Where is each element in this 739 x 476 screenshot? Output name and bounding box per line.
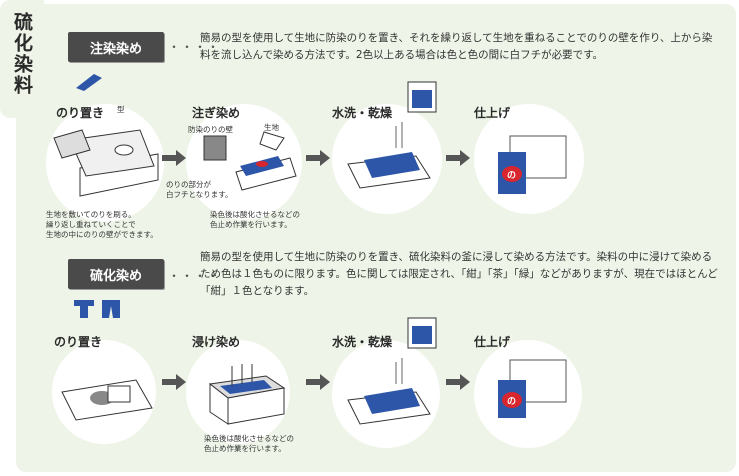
step-note: 染色後は酸化させるなどの 色止め作業を行います。: [210, 210, 300, 229]
arrow-right-icon: [160, 148, 188, 168]
pour-dye-illustration: [200, 128, 300, 198]
step-note: 染色後は酸化させるなどの 色止め作業を行います。: [204, 434, 294, 453]
finish-illustration: [494, 130, 574, 200]
section-label-chusen: 注染染め: [68, 32, 164, 62]
arrow-right-icon: [444, 372, 472, 392]
step-note: 生地を敷いてのりを刷る。 繰り返し重ねていくことで 生地の中にのりの壁ができます…: [46, 210, 158, 239]
step-title: 水洗・乾燥: [332, 106, 393, 120]
shirt-icon: [72, 298, 96, 320]
wash-dry-illustration: [342, 314, 438, 434]
section-label-ryuka: 硫化染め: [68, 259, 164, 289]
section-description: 簡易の型を使用して生地に防染のりを置き、硫化染料の釜に浸して染める方法です。染料…: [200, 251, 718, 297]
pants-icon: [100, 298, 122, 320]
arrow-right-icon: [160, 372, 188, 392]
arrow-right-icon: [444, 148, 472, 168]
sidebar-title: 硫化染料: [11, 12, 33, 96]
arrow-right-icon: [304, 148, 332, 168]
paste-stencil-illustration: [50, 118, 162, 198]
sidebar-tab: 硫化染料: [0, 0, 44, 118]
step-title: のり置き: [54, 335, 103, 349]
wash-dry-illustration: [342, 78, 438, 198]
step-label: のりの部分が 白フチとなります。: [166, 180, 233, 199]
tenugui-icon: [74, 70, 104, 92]
finish-mark: の: [507, 397, 517, 407]
step-title: 浸け染め: [192, 335, 241, 349]
step-title: 注ぎ染め: [192, 106, 241, 120]
finish-mark: の: [507, 171, 517, 181]
section-dots: ・・・・: [168, 40, 221, 54]
step-title: 水洗・乾燥: [332, 335, 393, 349]
paste-illustration: [56, 362, 156, 422]
step-label: 型: [117, 105, 125, 114]
step-label: 防染のりの壁: [188, 125, 233, 134]
arrow-right-icon: [304, 372, 332, 392]
step-title: 仕上げ: [474, 335, 511, 349]
section-dots: ・・・・: [168, 269, 221, 283]
section-description: 簡易の型を使用して生地に防染のりを置き、それを繰り返して生地を重ねることでのりの…: [200, 32, 713, 61]
step-title: 仕上げ: [474, 106, 511, 120]
finish-illustration: [494, 354, 574, 424]
step-label: 生地: [264, 123, 279, 132]
dip-dye-illustration: [206, 362, 290, 426]
step-title: のり置き: [56, 106, 105, 120]
